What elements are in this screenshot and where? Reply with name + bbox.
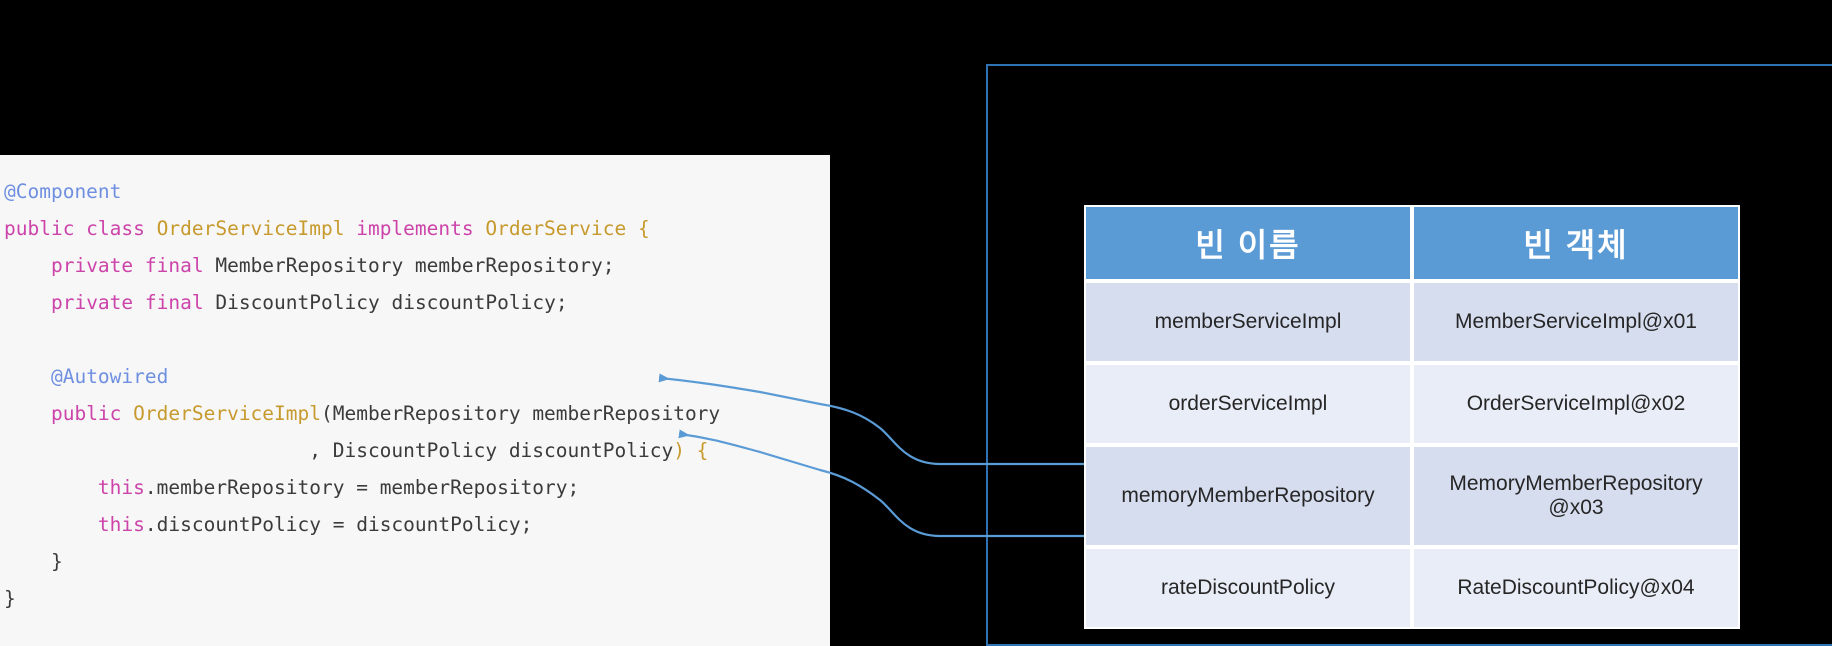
code-token: [4, 476, 98, 499]
code-token: MemberRepository: [215, 254, 404, 277]
code-token: OrderServiceImpl: [133, 402, 321, 425]
code-token: .memberRepository = memberRepository;: [144, 476, 580, 499]
code-token: DiscountPolicy: [215, 291, 380, 314]
cell-bean-name: rateDiscountPolicy: [1084, 547, 1412, 629]
code-token: this: [97, 476, 145, 499]
code-token: public: [50, 402, 134, 425]
code-line: @Autowired: [0, 358, 830, 395]
code-token: @Autowired: [50, 365, 169, 388]
code-line: private final MemberRepository memberRep…: [0, 247, 830, 284]
code-token: [4, 365, 51, 388]
column-header-bean-object: 빈 객체: [1412, 205, 1740, 281]
cell-bean-name: memberServiceImpl: [1084, 281, 1412, 363]
code-line: this.memberRepository = memberRepository…: [0, 469, 830, 506]
code-token: [4, 402, 51, 425]
code-line: public OrderServiceImpl(MemberRepository…: [0, 395, 830, 432]
code-line: [0, 321, 830, 358]
code-token: .discountPolicy = discountPolicy;: [144, 513, 533, 536]
code-token: private final: [50, 254, 216, 277]
code-line: }: [0, 543, 830, 580]
cell-bean-name: orderServiceImpl: [1084, 363, 1412, 445]
cell-bean-object: MemberServiceImpl@x01: [1412, 281, 1740, 363]
code-line: public class OrderServiceImpl implements…: [0, 210, 830, 247]
code-token: [4, 513, 98, 536]
code-line: }: [0, 580, 830, 617]
code-token: }: [4, 587, 16, 610]
column-header-bean-name: 빈 이름: [1084, 205, 1412, 281]
spring-container-box: [986, 64, 1832, 646]
code-line: @Component: [0, 173, 830, 210]
code-line: , DiscountPolicy discountPolicy) {: [0, 432, 830, 469]
code-token: OrderServiceImpl: [156, 217, 345, 240]
code-token: implements: [344, 217, 486, 240]
code-line: private final DiscountPolicy discountPol…: [0, 284, 830, 321]
code-token: OrderService: [485, 217, 627, 240]
code-token: memberRepository;: [403, 254, 615, 277]
cell-bean-object: MemoryMemberRepository@x03: [1412, 445, 1740, 547]
code-token: private final: [50, 291, 216, 314]
table-header-row: 빈 이름 빈 객체: [1084, 205, 1740, 281]
code-token: public class: [4, 217, 157, 240]
cell-bean-name: memoryMemberRepository: [1084, 445, 1412, 547]
code-token: (MemberRepository memberRepository: [321, 402, 721, 425]
code-token: [4, 291, 51, 314]
code-line: this.discountPolicy = discountPolicy;: [0, 506, 830, 543]
cell-bean-object: OrderServiceImpl@x02: [1412, 363, 1740, 445]
cell-bean-object: RateDiscountPolicy@x04: [1412, 547, 1740, 629]
code-token: @Component: [4, 180, 122, 203]
code-block: @Component public class OrderServiceImpl …: [0, 173, 830, 617]
code-token: }: [4, 550, 63, 573]
code-token: discountPolicy;: [379, 291, 568, 314]
code-token: {: [626, 217, 650, 240]
code-token: , DiscountPolicy discountPolicy: [4, 439, 674, 462]
code-token: ) {: [673, 439, 709, 462]
code-token: [4, 254, 51, 277]
code-panel: @Component public class OrderServiceImpl …: [0, 155, 830, 646]
code-token: this: [97, 513, 145, 536]
